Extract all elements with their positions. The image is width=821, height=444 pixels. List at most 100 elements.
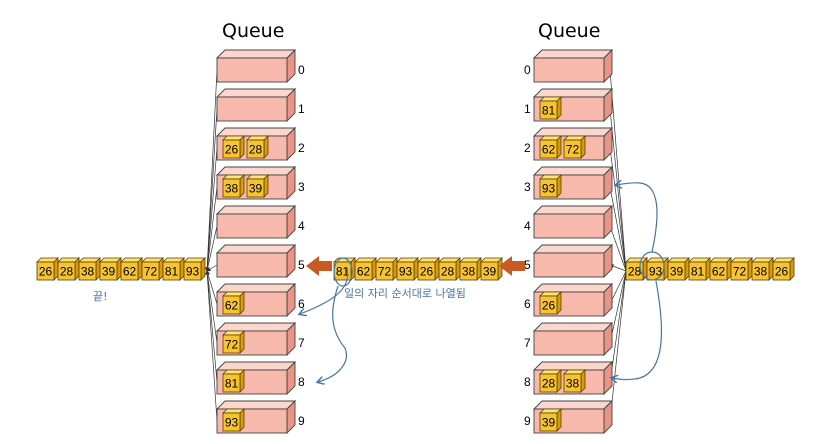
connector-lines [205,69,627,422]
cube-face [688,261,707,281]
cube-face [141,261,160,281]
note-ordered-by-ones: 일의 자리 순서대로 나열됨 [344,287,466,300]
cube-side [580,135,586,159]
row-right-item-5: 72 [730,257,753,281]
cube-label: 28 [628,265,642,279]
queue-top [532,361,614,371]
cube-face [99,261,118,281]
row-right-item-7: 26 [772,257,795,281]
queue-front [216,252,288,278]
ink-circle-81 [333,257,353,287]
queue-index-left-2: 2 [298,141,305,155]
connector-right-0 [608,69,627,272]
cube-face [57,261,76,281]
cube-label: 38 [81,265,95,279]
queue-front [533,57,605,83]
connector-left-1 [205,108,218,272]
row-middle-item-7: 39 [480,257,503,281]
queue-top [532,400,614,410]
queue-title-right: Queue [538,20,601,42]
queue-item-left-9-0: 93 [222,408,245,432]
queue-top [532,283,614,293]
cube-side [556,96,562,120]
row-middle-item-5: 28 [438,257,461,281]
queue-top [215,166,297,176]
flow-arrow-middle-to-left [306,256,332,276]
queue-index-right-2: 2 [524,141,531,155]
connector-left-0 [205,69,218,272]
cube-face [539,412,558,432]
row-middle-item-0: 81 [333,257,356,281]
note-done: 끝! [93,290,108,303]
cube-face [563,373,582,393]
cube-label: 72 [378,265,392,279]
cube-face [222,295,241,315]
row-left-item-6: 81 [162,257,185,281]
cube-label: 93 [542,182,556,196]
queue-item-right-8-0: 28 [539,369,562,393]
cube-side [116,257,122,281]
connector-right-3 [608,186,627,272]
queue-top [215,400,297,410]
queue-index-right-7: 7 [524,336,531,350]
queue-left-0 [215,48,297,84]
cube-side [497,257,503,281]
cube-label: 26 [39,265,53,279]
cube-label: 62 [357,265,371,279]
row-right-item-2: 39 [667,257,690,281]
cube-face [396,261,415,281]
cube-label: 39 [542,416,556,430]
cube-face [246,139,265,159]
cube-label: 62 [225,299,239,313]
row-right-item-6: 38 [751,257,774,281]
cube-face [539,295,558,315]
row-middle-item-3: 93 [396,257,419,281]
queue-right-4 [532,204,614,240]
connector-right-5 [609,264,627,272]
cube-label: 93 [399,265,413,279]
queue-front [533,330,605,356]
cube-label: 39 [670,265,684,279]
cube-label: 72 [144,265,158,279]
cube-label: 72 [225,338,239,352]
row-right-item-3: 81 [688,257,711,281]
cube-label: 38 [754,265,768,279]
cube-face [563,139,582,159]
queue-index-right-1: 1 [524,102,531,116]
cube-label: 39 [102,265,116,279]
queue-front [216,213,288,239]
ink-arrow-to-8 [318,285,347,382]
queue-index-left-5: 5 [298,258,305,272]
arrow-head [499,256,512,276]
cube-face [709,261,728,281]
queue-item-left-3-0: 38 [222,174,245,198]
queue-right-5 [532,243,614,279]
row-right-item-4: 62 [709,257,732,281]
arrow-shaft [318,261,332,271]
queue-index-left-4: 4 [298,219,305,233]
cube-label: 26 [225,143,239,157]
cube-label: 28 [60,265,74,279]
cube-face [246,178,265,198]
cube-label: 81 [336,265,350,279]
row-right-item-0: 28 [625,257,648,281]
connector-left-3 [205,186,218,272]
queue-item-right-8-1: 38 [563,369,586,393]
queue-top [215,322,297,332]
queue-left-4 [215,204,297,240]
cube-side [239,135,245,159]
queue-top [215,205,297,215]
connector-right-9 [608,270,627,422]
queue-item-right-2-1: 72 [563,135,586,159]
cube-face [36,261,55,281]
connector-left-7 [205,270,218,344]
queue-item-right-6-0: 26 [539,291,562,315]
queue-index-right-6: 6 [524,297,531,311]
cube-face [120,261,139,281]
ink-arrow-to-8 [612,280,663,380]
cube-face [222,334,241,354]
queue-front [216,96,288,122]
queue-front [216,57,288,83]
queue-index-left-1: 1 [298,102,305,116]
